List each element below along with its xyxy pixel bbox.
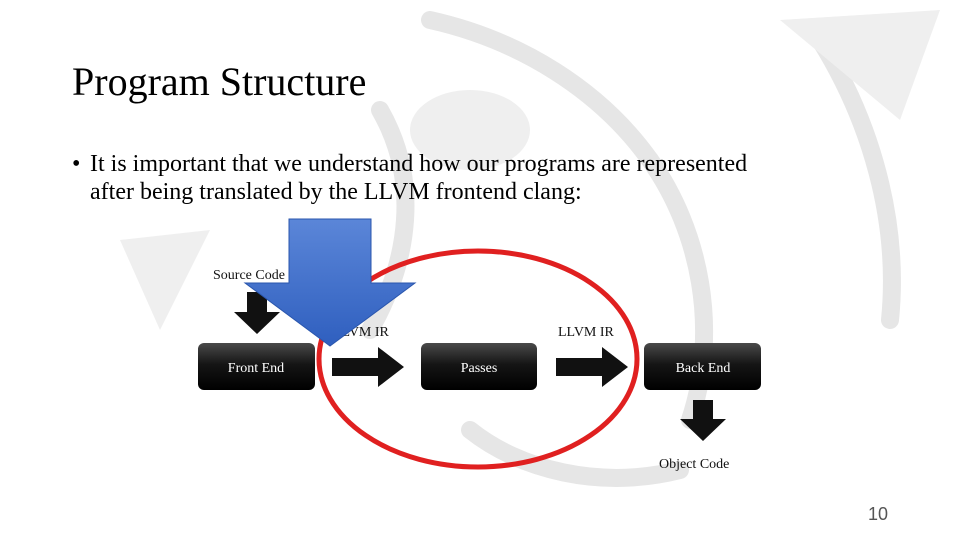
pointer-arrow bbox=[243, 218, 417, 347]
bullet-point: • It is important that we understand how… bbox=[72, 150, 892, 206]
flow-arrow-2 bbox=[556, 347, 628, 387]
source-down-arrow bbox=[234, 292, 280, 334]
back-end-box: Back End bbox=[644, 343, 761, 390]
front-end-label: Front End bbox=[228, 361, 284, 376]
flow-arrow-1 bbox=[332, 347, 404, 387]
passes-box: Passes bbox=[421, 343, 537, 390]
back-end-label: Back End bbox=[676, 361, 731, 376]
passes-label: Passes bbox=[461, 361, 498, 376]
front-end-box: Front End bbox=[198, 343, 315, 390]
output-down-arrow bbox=[680, 400, 726, 441]
object-code-label: Object Code bbox=[659, 457, 729, 472]
ir-label-2: LLVM IR bbox=[558, 325, 615, 340]
bullet-line-2: after being translated by the LLVM front… bbox=[90, 179, 582, 205]
page-number: 10 bbox=[867, 504, 888, 524]
bullet-marker: • bbox=[72, 151, 81, 177]
source-code-label: Source Code bbox=[213, 268, 285, 283]
highlight-circle bbox=[316, 248, 640, 470]
slide-title: Program Structure bbox=[72, 59, 367, 104]
bullet-line-1: It is important that we understand how o… bbox=[90, 151, 748, 177]
